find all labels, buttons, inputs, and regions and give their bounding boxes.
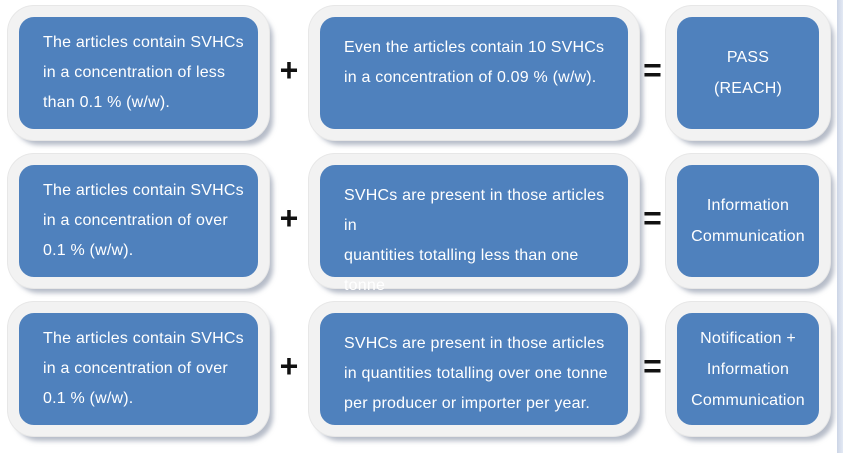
- result-box-3: Notification + Information Communication: [666, 302, 830, 436]
- plus-operator-1: +: [279, 51, 299, 88]
- factor-box-1: Even the articles contain 10 SVHCs in a …: [309, 6, 639, 140]
- condition-text-1: The articles contain SVHCs in a concentr…: [43, 34, 244, 111]
- diagram-row-2: The articles contain SVHCs in a concentr…: [8, 154, 830, 324]
- result-text-3: Notification + Information Communication: [691, 329, 805, 409]
- result-box-1: PASS (REACH): [666, 6, 830, 140]
- condition-box-2: The articles contain SVHCs in a concentr…: [8, 154, 269, 288]
- equals-operator-3: =: [643, 347, 662, 384]
- result-box-2: Information Communication: [666, 154, 830, 288]
- condition-box-1: The articles contain SVHCs in a concentr…: [8, 6, 269, 140]
- condition-text-3: The articles contain SVHCs in a concentr…: [43, 330, 244, 407]
- result-text-2: Information Communication: [691, 197, 805, 245]
- plus-operator-3: +: [279, 347, 299, 384]
- plus-operator-2: +: [279, 199, 299, 236]
- diagram-row-1: The articles contain SVHCs in a concentr…: [8, 6, 830, 140]
- condition-box-3: The articles contain SVHCs in a concentr…: [8, 302, 269, 436]
- factor-text-3: SVHCs are present in those articles in q…: [344, 335, 608, 412]
- result-text-1: PASS (REACH): [713, 49, 783, 97]
- page-edge-strip: [837, 0, 843, 453]
- diagram-body: The articles contain SVHCs in a concentr…: [8, 6, 830, 450]
- diagram-row-3: The articles contain SVHCs in a concentr…: [8, 302, 830, 436]
- factor-box-3: SVHCs are present in those articles in q…: [309, 302, 639, 436]
- factor-box-2: SVHCs are present in those articles in q…: [309, 154, 639, 324]
- equals-operator-2: =: [643, 199, 662, 236]
- factor-text-1: Even the articles contain 10 SVHCs in a …: [344, 39, 605, 86]
- equals-operator-1: =: [643, 51, 662, 88]
- condition-text-2: The articles contain SVHCs in a concentr…: [43, 182, 244, 259]
